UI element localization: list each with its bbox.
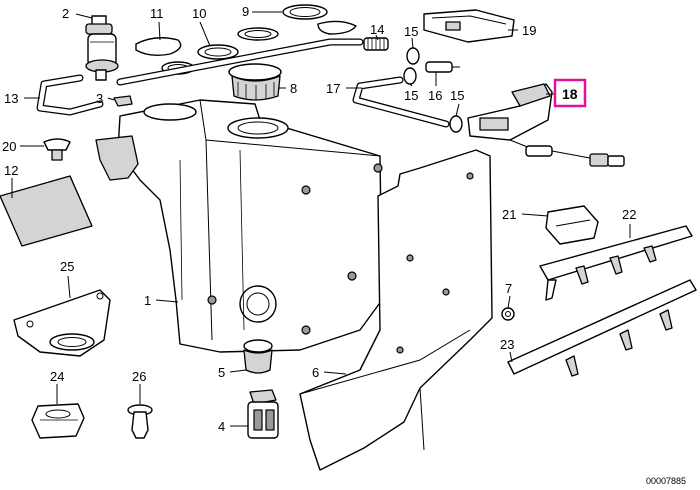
leader-lines [11, 11, 631, 427]
protection-cover [299, 149, 493, 471]
filler-neck [228, 63, 282, 101]
tank-grommet [243, 339, 273, 374]
callout-4: 4 [218, 419, 225, 434]
callout-3: 3 [96, 91, 103, 106]
callout-15-lower: 15 [450, 88, 464, 103]
pad [0, 175, 93, 247]
callout-17: 17 [326, 81, 340, 96]
cap [43, 138, 71, 161]
gasket [135, 37, 182, 57]
callout-26: 26 [132, 369, 146, 384]
bracket-25 [13, 289, 111, 357]
callout-12: 12 [4, 163, 18, 178]
callout-7: 7 [505, 281, 512, 296]
highlight-box-18 [553, 78, 587, 108]
callout-8: 8 [290, 81, 297, 96]
callout-15-upper: 15 [404, 24, 418, 39]
callout-20: 20 [2, 139, 16, 154]
callout-11: 11 [150, 6, 164, 21]
callout-15-middle: 15 [404, 88, 418, 103]
callout-21: 21 [502, 207, 516, 222]
callout-10: 10 [192, 6, 206, 21]
washer-pump [85, 15, 119, 81]
bracket-19 [423, 9, 515, 43]
hose-loop [36, 74, 104, 116]
hose-clamp-lower [449, 115, 463, 133]
mounting-rail [539, 225, 693, 301]
callout-19: 19 [522, 23, 536, 38]
push-rivet [127, 404, 153, 439]
callout-9: 9 [242, 4, 249, 19]
sensor-plug [247, 389, 279, 439]
hose-clamp-middle [403, 67, 417, 85]
hose-17 [352, 76, 450, 128]
washer-reservoir [95, 99, 383, 353]
callout-5: 5 [218, 365, 225, 380]
callout-1: 1 [144, 293, 151, 308]
hose-connector-spring [363, 37, 389, 51]
callout-22: 22 [622, 207, 636, 222]
callout-2: 2 [62, 6, 69, 21]
mounting-rail-lower [507, 279, 697, 377]
callout-18: 18 [562, 86, 578, 102]
grommet [113, 95, 133, 107]
callout-14: 14 [370, 22, 384, 37]
callout-labels: 2 11 10 9 14 15 19 13 3 8 17 15 16 15 18… [2, 4, 636, 434]
callout-25: 25 [60, 259, 74, 274]
hose-upper [116, 38, 364, 86]
clip-24 [31, 403, 85, 439]
reference-number: 00007885 [646, 476, 686, 486]
hose-clamp-upper [406, 47, 420, 65]
nut [501, 307, 515, 321]
callout-6: 6 [312, 365, 319, 380]
callout-13: 13 [4, 91, 18, 106]
callout-24: 24 [50, 369, 64, 384]
filler-gasket [237, 4, 357, 41]
callout-16: 16 [428, 88, 442, 103]
check-valve [425, 61, 460, 73]
bracket-21 [545, 205, 599, 245]
callout-23: 23 [500, 337, 514, 352]
level-sensor [467, 83, 625, 167]
